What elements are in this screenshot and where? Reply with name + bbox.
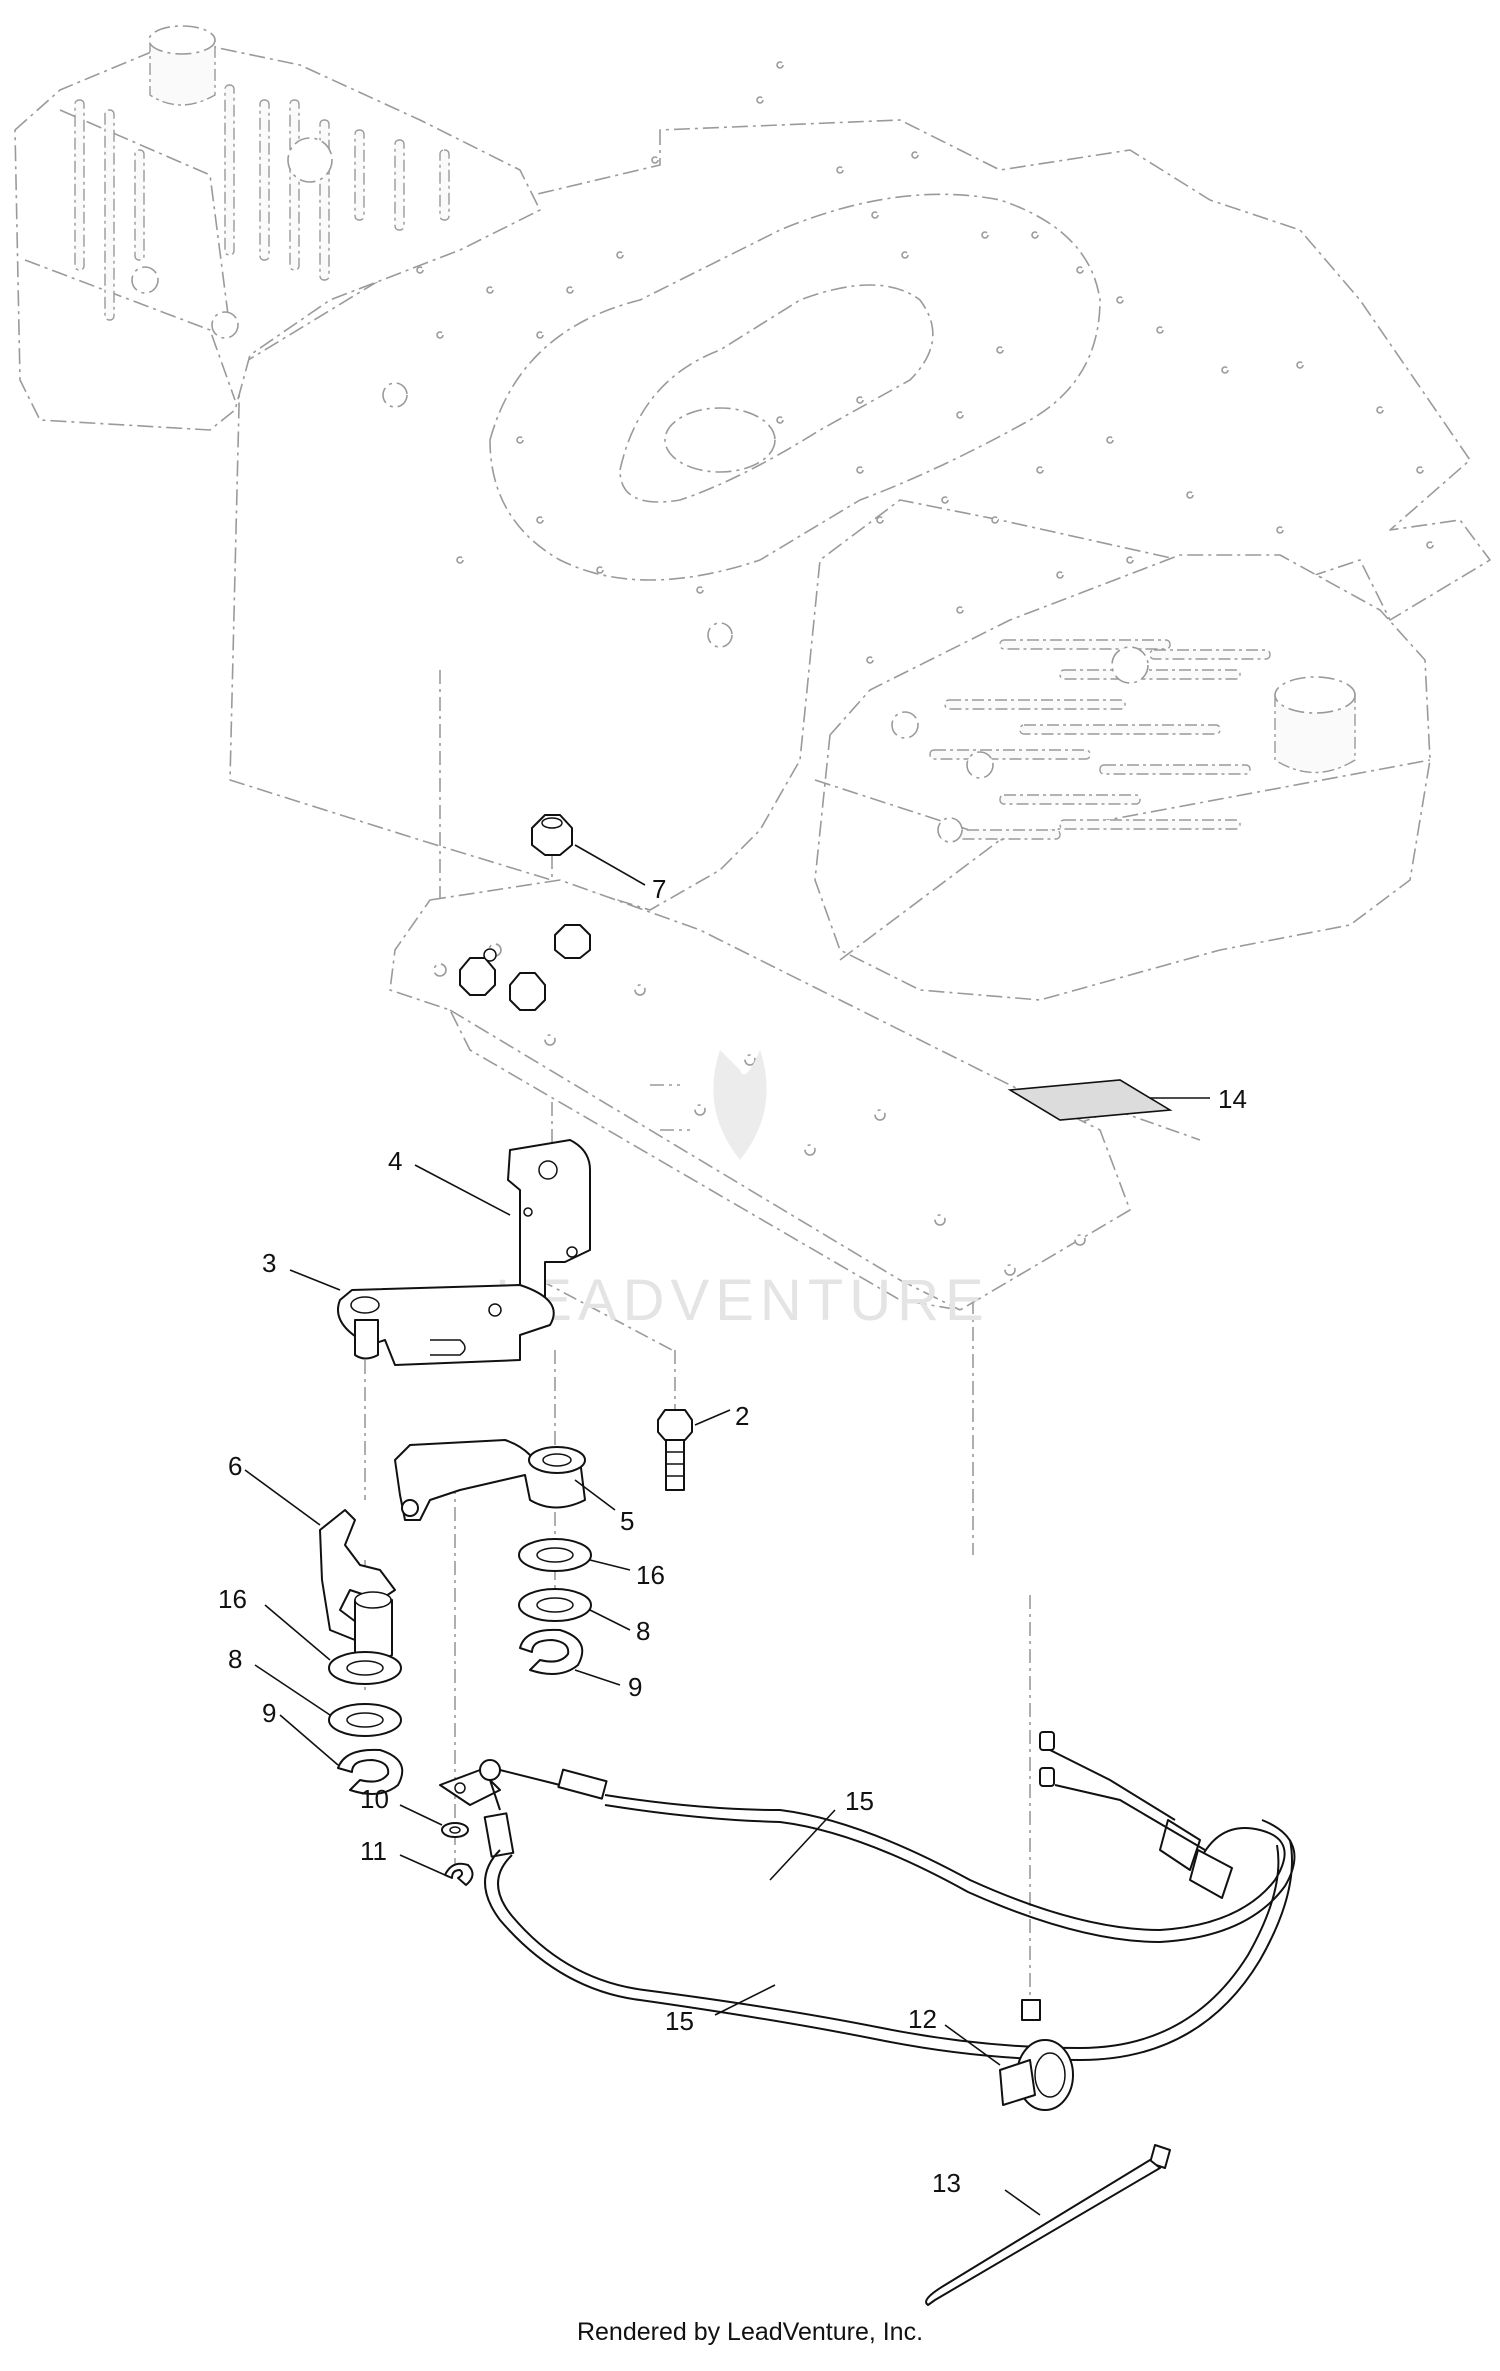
part-9-eclip-left[interactable]	[337, 1748, 404, 1795]
callout-9-right: 9	[628, 1672, 642, 1702]
callout-8-right: 8	[636, 1616, 650, 1646]
callout-4: 4	[388, 1146, 402, 1176]
mounted-nuts	[459, 924, 591, 1011]
part-5-arm[interactable]	[394, 1439, 586, 1521]
part-12-clamp[interactable]	[999, 1999, 1074, 2111]
part-13-cable-tie[interactable]	[925, 2144, 1171, 2306]
part-2-bolt[interactable]	[657, 1409, 693, 1491]
callout-16-right: 16	[636, 1560, 665, 1590]
callout-10: 10	[360, 1784, 389, 1814]
part-15-cables[interactable]	[439, 1731, 1296, 2062]
callout-3: 3	[262, 1248, 276, 1278]
callout-13: 13	[932, 2168, 961, 2198]
callout-8-left: 8	[228, 1644, 242, 1674]
callout-16-left: 16	[218, 1584, 247, 1614]
part-7-locknut[interactable]	[531, 814, 573, 856]
callout-14: 14	[1218, 1084, 1247, 1114]
phantom-deck-assembly	[14, 25, 1491, 1001]
callout-2: 2	[735, 1401, 749, 1431]
callout-9-left: 9	[262, 1698, 276, 1728]
part-11-clip[interactable]	[444, 1862, 474, 1886]
callouts: 7 14 4 3 2 5 6 16 8 9 16 8 9 10 11 15 15…	[218, 874, 1247, 2198]
callout-7: 7	[652, 874, 666, 904]
watermark: LEADVENTURE	[495, 1050, 990, 1333]
footer-credit: Rendered by LeadVenture, Inc.	[576, 2318, 924, 2346]
callout-5: 5	[620, 1506, 634, 1536]
part-9-eclip-right[interactable]	[519, 1628, 584, 1675]
callout-6: 6	[228, 1451, 242, 1481]
callout-15-lower: 15	[665, 2006, 694, 2036]
part-10-washer[interactable]	[441, 1822, 469, 1838]
part-14-decal[interactable]	[1007, 1079, 1173, 1121]
part-6-arm[interactable]	[319, 1509, 396, 1663]
part-16-washer-right[interactable]	[518, 1538, 592, 1572]
leader-lines	[244, 844, 1210, 2216]
part-8-washer-right[interactable]	[518, 1588, 592, 1622]
part-8-washer-left[interactable]	[328, 1703, 402, 1737]
part-16-washer-left[interactable]	[328, 1651, 402, 1685]
callout-15-upper: 15	[845, 1786, 874, 1816]
callout-11: 11	[360, 1836, 387, 1866]
svg-text:LEADVENTURE: LEADVENTURE	[495, 1268, 990, 1333]
callout-12: 12	[908, 2004, 937, 2034]
part-3-lever-arm[interactable]	[337, 1284, 555, 1366]
